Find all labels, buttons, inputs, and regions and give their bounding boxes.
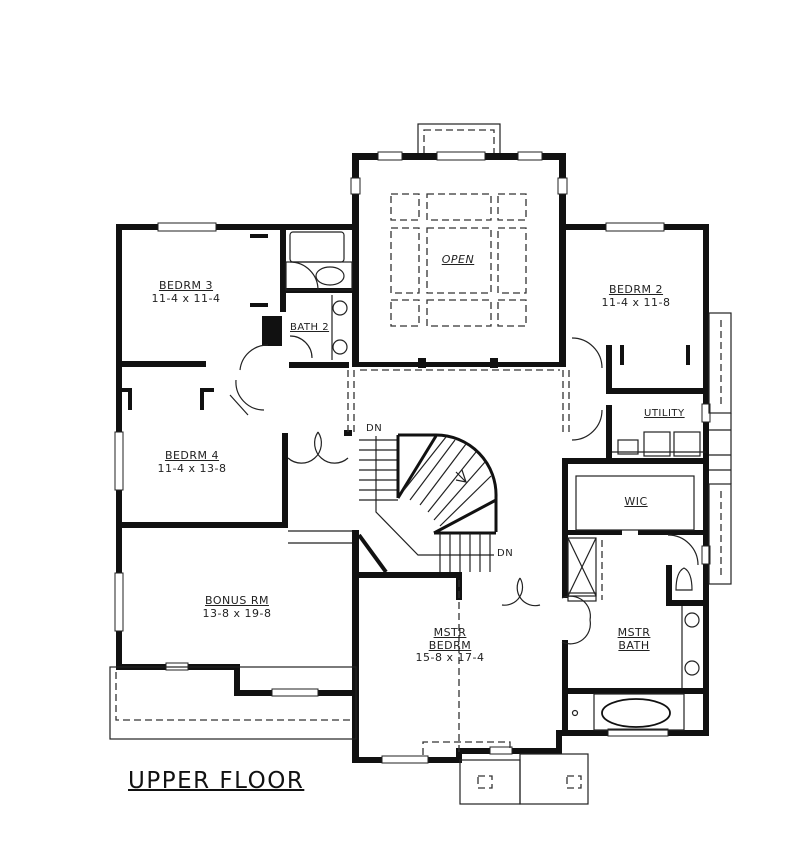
room-label-utility: UTILITY [644,408,685,419]
room-label-bath2: BATH 2 [290,322,329,333]
stair-label-text: DN [366,423,383,434]
room-name: BEDRM 3 [158,279,214,292]
room-name: OPEN [441,253,475,266]
utility-fixtures [612,431,706,457]
room-name-line2: BATH [618,638,650,652]
open-to-below-grid [360,193,560,371]
stair-down-label-upper: DN [366,423,382,434]
room-dimensions: 13-8 x 19-8 [202,606,272,620]
interior-walls [116,224,709,736]
room-label-bedroom4: BEDRM 4 11-4 x 13-8 [157,449,227,475]
wic-shelving [575,475,695,531]
room-label-open: OPEN [441,253,475,267]
hall-door-swings [229,337,699,645]
room-label-bedroom3: BEDRM 3 11-4 x 11-4 [151,279,221,305]
room-dimensions: 11-4 x 13-8 [157,461,227,475]
stair-label-text: DN [497,548,514,559]
room-dimensions: 11-4 x 11-4 [151,291,221,305]
room-dimensions: 15-8 x 17-4 [415,651,485,665]
room-label-wic: WIC [624,495,648,509]
master-bath-fixtures [567,537,700,731]
room-label-bedroom2: BEDRM 2 11-4 x 11-8 [601,283,671,309]
room-label-bonus: BONUS RM 13-8 x 19-8 [202,594,272,620]
room-name-line2: BEDRM [428,638,472,652]
room-name: BEDRM 2 [608,283,664,296]
room-name: BEDRM 4 [164,449,220,462]
room-name-line1: MSTR [433,626,467,639]
room-name: BONUS RM [205,594,269,607]
bath2-fixtures [285,231,353,360]
staircase [288,433,498,574]
hall-openings [347,370,570,755]
room-name-line1: MSTR [617,626,651,639]
room-name: UTILITY [644,408,685,419]
open-bay-projection [417,123,501,155]
stair-down-label-lower: DN [497,548,513,559]
exterior-projections [109,312,732,805]
room-label-master-bedroom: MSTR BEDRM 15-8 x 17-4 [415,626,485,665]
floor-title: UPPER FLOOR [128,768,305,794]
room-dimensions: 11-4 x 11-8 [601,295,671,309]
room-name: BATH 2 [290,322,330,333]
room-label-master-bath: MSTR BATH [617,626,651,652]
room-name: WIC [624,495,648,508]
